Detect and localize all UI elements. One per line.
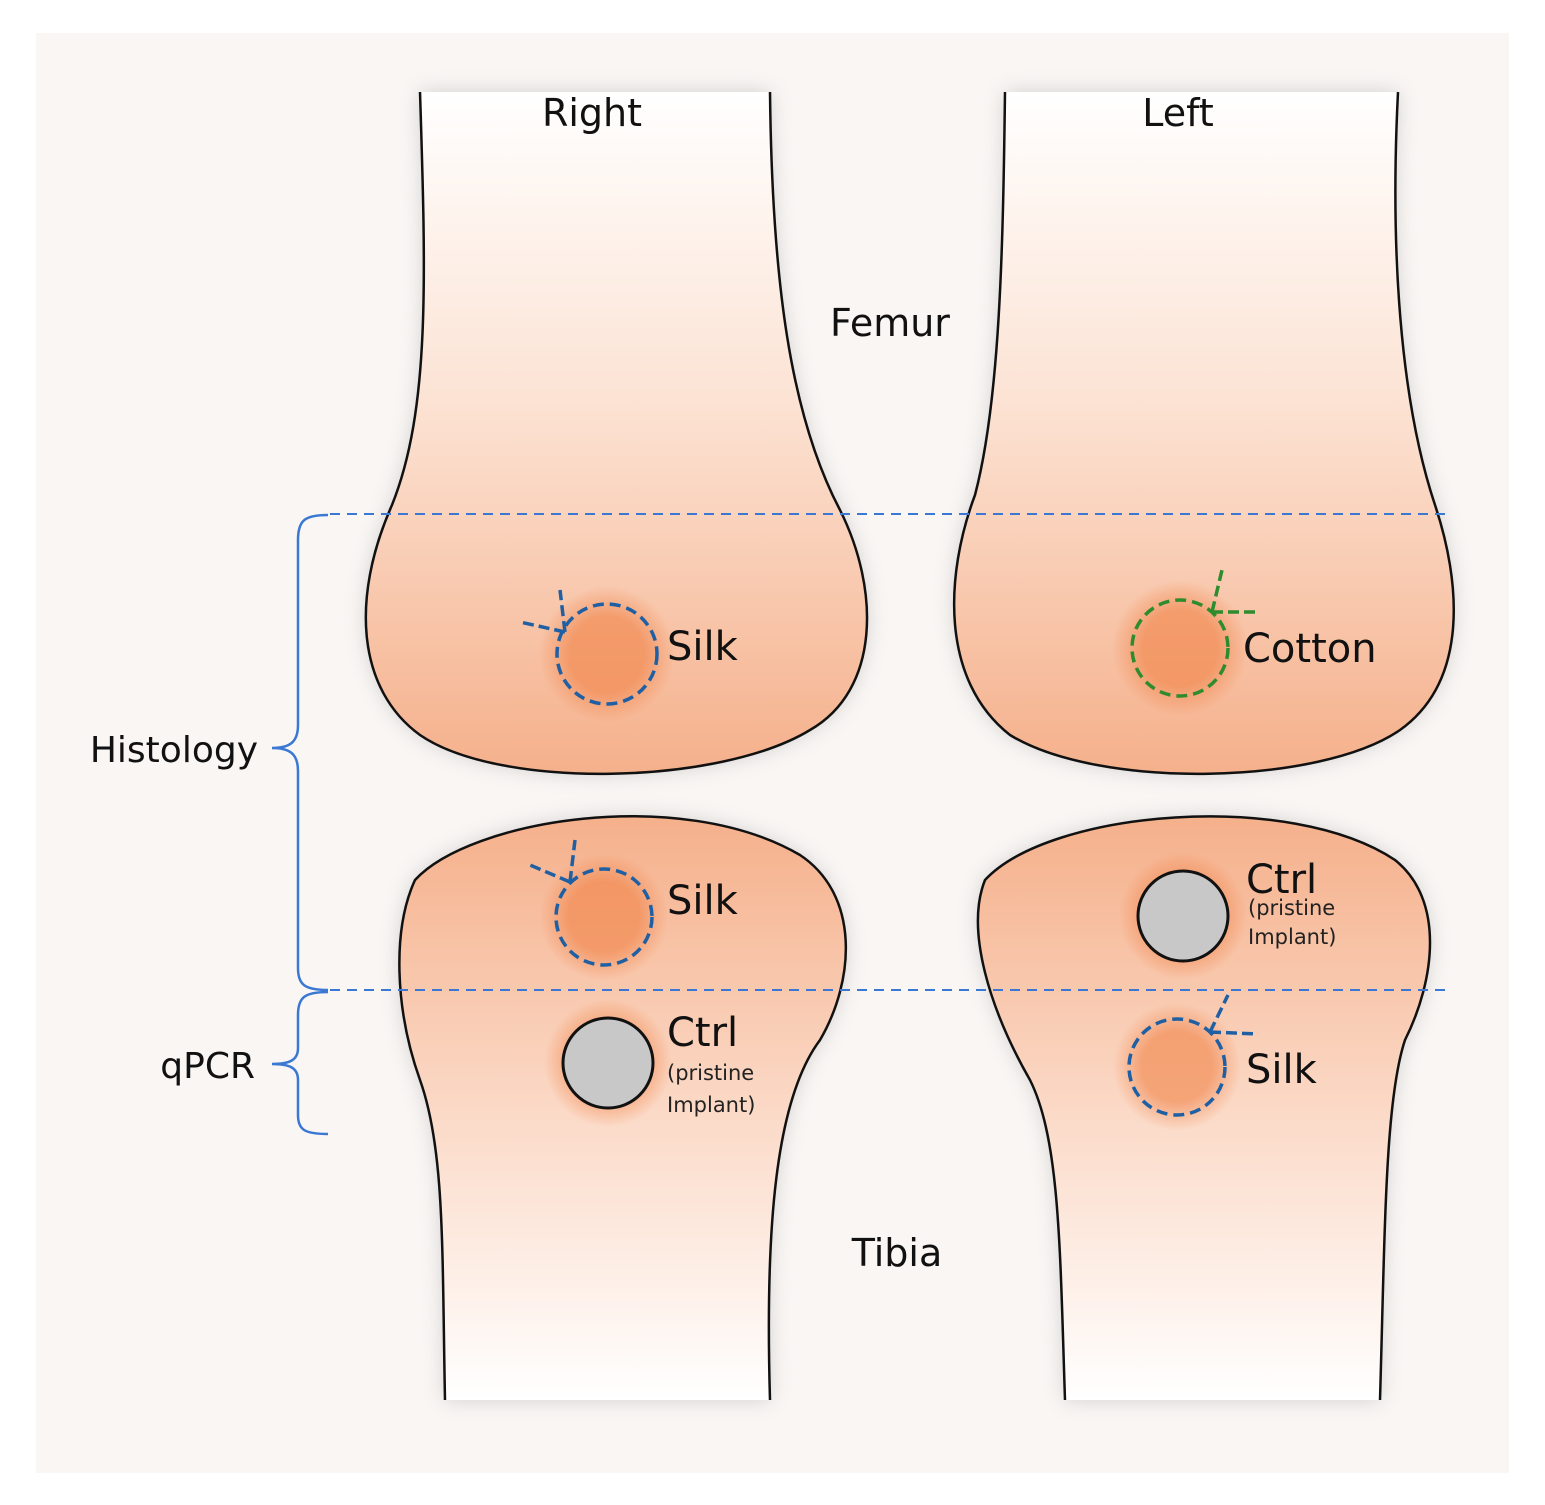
tibia-left-upper-implant-note-2: Implant) [1248, 925, 1336, 949]
femur-right-bone [364, 91, 869, 776]
qpcr-label: qPCR [160, 1046, 255, 1087]
tibia-left-upper-implant-note-1: (pristine [1248, 896, 1335, 920]
tibia-left-lower-implant-label: Silk [1246, 1047, 1318, 1093]
femur-right-implant-label: Silk [667, 624, 739, 670]
tibia-left-lower-silk-implant [1127, 994, 1259, 1117]
femur-left-implant-label: Cotton [1243, 626, 1377, 672]
tibia-right-upper-implant-label: Silk [667, 878, 739, 924]
qpcr-bracket [271, 990, 329, 1136]
femur-left-cotton-implant [1130, 569, 1255, 698]
right-column-label: Right [542, 91, 642, 135]
femur-label: Femur [830, 301, 950, 345]
tibia-right-lower-implant-note-1: (pristine [667, 1061, 754, 1085]
tibia-right-lower-implant-label: Ctrl [667, 1010, 738, 1056]
femur-left-bone [952, 91, 1455, 776]
tibia-right-upper-silk-implant [529, 839, 654, 967]
left-column-label: Left [1142, 91, 1214, 135]
tibia-right-lower-control-implant [561, 1016, 655, 1110]
tibia-label: Tibia [851, 1231, 943, 1275]
tibia-left-upper-control-implant [1136, 869, 1230, 963]
histology-bracket [271, 513, 329, 992]
tibia-right-lower-implant-note-2: Implant) [667, 1093, 755, 1117]
histology-label: Histology [90, 730, 258, 771]
tibia-left-upper-implant-label: Ctrl [1246, 857, 1317, 903]
femur-right-silk-implant [519, 589, 659, 706]
